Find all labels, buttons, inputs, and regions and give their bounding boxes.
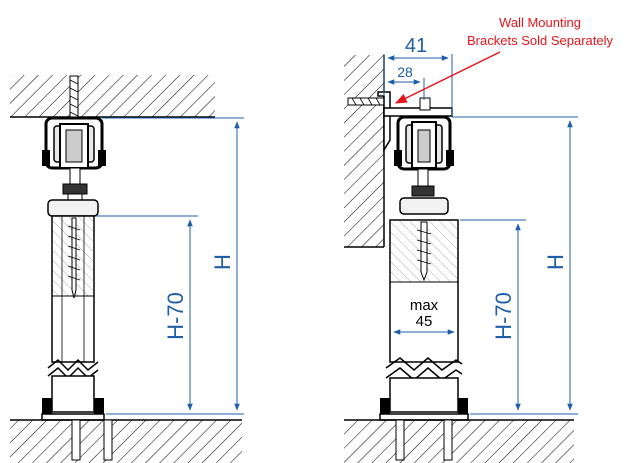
right-floor xyxy=(344,420,574,463)
right-track xyxy=(394,115,454,171)
left-h70-label: H-70 xyxy=(163,292,188,340)
left-floor xyxy=(10,420,242,463)
left-track xyxy=(42,116,106,170)
right-view: max 45 41 28 H H-70 Wall Mounting Bracke… xyxy=(344,15,613,463)
annotation-line-2: Brackets Sold Separately xyxy=(467,33,613,48)
right-h70-label: H-70 xyxy=(491,292,516,340)
door-max-value: 45 xyxy=(416,313,433,330)
right-door xyxy=(385,219,463,413)
left-ceiling xyxy=(10,75,215,117)
annotation-line-1: Wall Mounting xyxy=(499,15,581,30)
door-max-label: max xyxy=(410,297,439,314)
annotation-arrow xyxy=(394,51,501,104)
width-28-label: 28 xyxy=(397,64,413,80)
left-door xyxy=(47,215,99,413)
left-h-label: H xyxy=(210,254,235,270)
right-h-label: H xyxy=(543,254,568,270)
right-wall xyxy=(344,55,384,247)
left-view: H H-70 xyxy=(10,75,244,463)
width-41-label: 41 xyxy=(405,35,427,57)
